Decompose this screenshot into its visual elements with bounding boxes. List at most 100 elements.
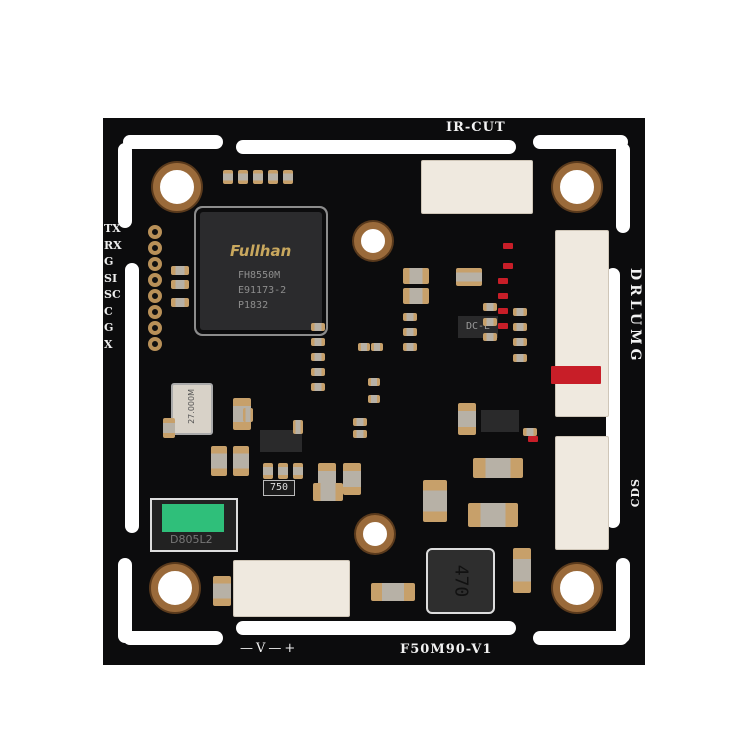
chip-date: P1832 [238, 300, 269, 311]
smd-component [468, 503, 518, 527]
smd-component [311, 368, 325, 376]
smd-component [473, 458, 523, 478]
smd-component [456, 268, 482, 286]
pin-label: TX [104, 222, 121, 235]
smd-component [238, 170, 248, 184]
power-connector [233, 560, 350, 617]
slot-left-top [118, 143, 132, 228]
red-led [498, 278, 508, 284]
red-led [498, 293, 508, 299]
header-pin [148, 241, 162, 255]
mounting-hole [553, 163, 601, 211]
smd-component [368, 395, 380, 403]
slot-right-top [616, 143, 630, 233]
drlumg-connector [555, 230, 609, 417]
smd-component [513, 548, 531, 593]
slot-top-mid [236, 140, 516, 154]
smd-component [403, 343, 417, 351]
pin-label: SI [104, 271, 118, 285]
smd-component [483, 333, 497, 341]
slot-top-left [123, 135, 223, 149]
smd-component [268, 170, 278, 184]
slot-top-right [533, 135, 628, 149]
mounting-hole [553, 564, 601, 612]
smd-component [513, 323, 527, 331]
pin-label: SC [104, 288, 121, 301]
smd-component [358, 343, 370, 351]
power-label: —V—+ [240, 641, 299, 656]
slot-bot-right [533, 631, 628, 645]
header-pin [148, 337, 162, 351]
header-pin [148, 273, 162, 287]
sot-ic [481, 410, 519, 432]
smd-component [171, 266, 189, 275]
sot-ic [260, 430, 302, 452]
smd-component [423, 480, 447, 522]
smd-component [513, 338, 527, 346]
mounting-hole [151, 564, 199, 612]
red-led [498, 323, 508, 329]
slot-right-bot [616, 558, 630, 643]
smd-component [353, 418, 367, 426]
smd-component [311, 353, 325, 361]
smd-component [283, 170, 293, 184]
diode-green-mark [162, 504, 224, 532]
smd-component [458, 403, 476, 435]
header-pin [148, 321, 162, 335]
smd-component [371, 583, 415, 601]
pin-label: C [104, 304, 113, 318]
red-led [503, 263, 513, 269]
pin-label: G [104, 255, 114, 268]
smd-component [263, 463, 273, 479]
inductor: 470 [426, 548, 495, 614]
drlumg-label: DRLUMG [627, 268, 643, 365]
smd-component [211, 446, 227, 476]
smd-component [213, 576, 231, 606]
chip-model: FH8550M [238, 270, 281, 281]
header-pin [148, 257, 162, 271]
smd-component [223, 170, 233, 184]
smd-component [403, 313, 417, 321]
slot-right-mid [606, 268, 620, 528]
smd-component [368, 378, 380, 386]
smd-component [243, 408, 253, 422]
smd-component [278, 463, 288, 479]
pcb-board: Fullhan FH8550M E91173-2 P1832 27.000M D… [103, 118, 645, 665]
red-led [498, 308, 508, 314]
board-name: F50M90-V1 [400, 642, 493, 657]
smd-component [483, 303, 497, 311]
resistor: 750 [263, 480, 295, 496]
smd-component [293, 420, 303, 434]
mounting-hole [356, 515, 394, 553]
slot-bot-left [123, 631, 223, 645]
inductor-text: 470 [450, 564, 472, 598]
smd-component [483, 318, 497, 326]
smd-component [403, 268, 429, 284]
slot-left-mid [125, 263, 139, 533]
smd-component [513, 354, 527, 362]
header-pin [148, 289, 162, 303]
cds-connector [555, 436, 609, 550]
wire-red [551, 366, 601, 384]
smd-component [513, 308, 527, 316]
slot-left-bot [118, 558, 132, 643]
smd-component [523, 428, 537, 436]
ir-cut-label: IR-CUT [446, 120, 506, 135]
smd-component [403, 288, 429, 304]
smd-component [233, 446, 249, 476]
crystal-text: 27.000M [187, 389, 196, 424]
smd-component [253, 170, 263, 184]
cds-label: CDS [629, 478, 642, 508]
chip-lot: E91173-2 [238, 285, 287, 296]
soc-chip: Fullhan FH8550M E91173-2 P1832 [200, 212, 322, 330]
smd-component [343, 463, 361, 495]
pin-label: RX [104, 238, 122, 252]
diode: D805L2 [150, 498, 238, 552]
smd-component [311, 323, 325, 331]
smd-component [171, 298, 189, 307]
smd-component [371, 343, 383, 351]
crystal-oscillator: 27.000M [171, 383, 213, 435]
red-led [503, 243, 513, 249]
header-pin [148, 305, 162, 319]
pin-label: X [104, 337, 113, 351]
